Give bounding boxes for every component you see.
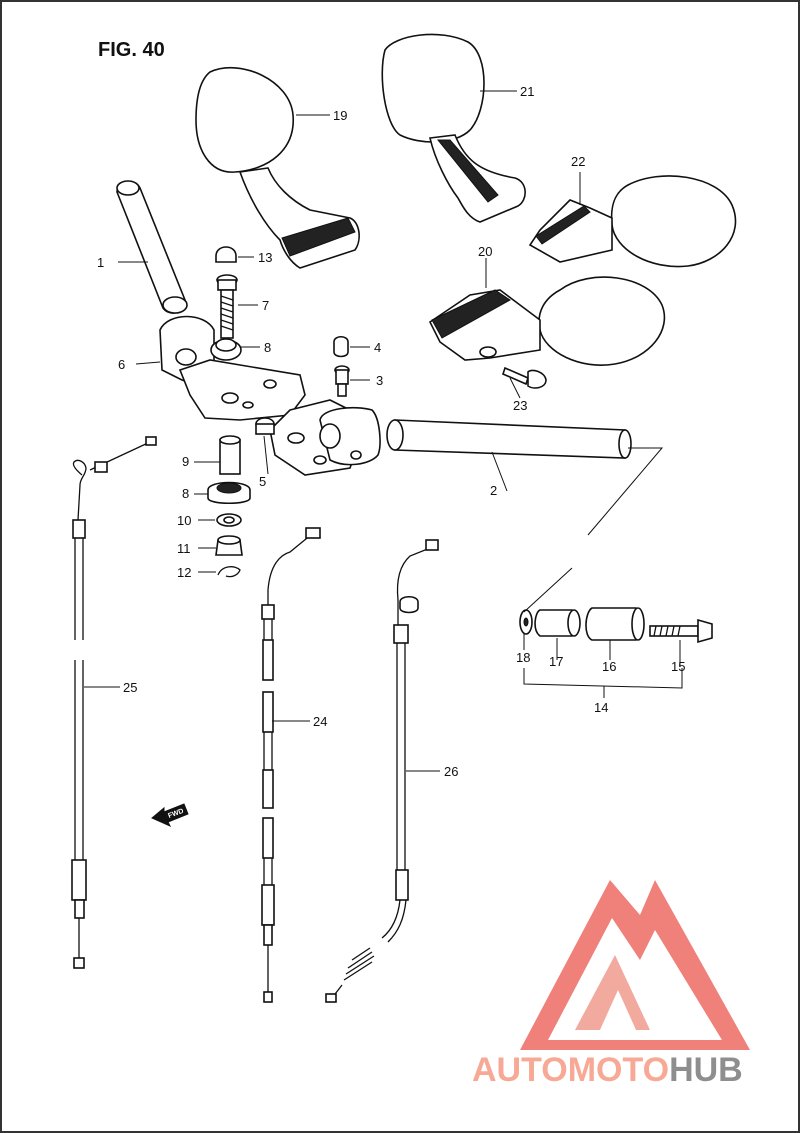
callout-16: 16 [602, 659, 616, 674]
forward-direction-marker: FWD [151, 803, 189, 828]
handlebar-clamp-6 [159, 315, 306, 421]
mirror-22 [528, 175, 737, 268]
handlebar-pipe-2 [386, 419, 632, 459]
callout-labels: 1 2 3 4 5 6 7 8 8 9 10 11 12 13 14 15 16… [97, 84, 685, 779]
callout-2: 2 [490, 483, 497, 498]
watermark-logo [520, 880, 750, 1050]
bolt-3 [334, 365, 350, 397]
watermark-text: AUTOMOTOHUB [472, 1051, 743, 1089]
callout-26: 26 [444, 764, 458, 779]
cushion-8-lower [207, 481, 251, 505]
callout-15: 15 [671, 659, 685, 674]
cable-24 [261, 527, 321, 1003]
callout-3: 3 [376, 373, 383, 388]
nut-11 [215, 535, 243, 556]
bolt-7 [216, 274, 238, 339]
callout-18: 18 [516, 650, 530, 665]
leader-lines [84, 90, 681, 772]
callout-17: 17 [549, 654, 563, 669]
callout-11: 11 [177, 541, 191, 556]
bolt-15 [649, 618, 713, 644]
bolt-23 [502, 366, 547, 389]
handlebar-clamp-right [269, 399, 381, 476]
callout-9: 9 [182, 454, 189, 469]
callout-25: 25 [123, 680, 137, 695]
callout-14: 14 [594, 700, 608, 715]
callout-19: 19 [333, 108, 347, 123]
callout-10: 10 [177, 513, 191, 528]
callout-12: 12 [177, 565, 191, 580]
callout-6: 6 [118, 357, 125, 372]
bolt-cap-13 [215, 246, 237, 263]
watermark-text-automoto: AUTOMOTO [472, 1051, 669, 1089]
cotter-pin-12 [217, 566, 241, 578]
callout-24: 24 [313, 714, 327, 729]
group-bracket-14 [523, 668, 683, 689]
callout-8-upper: 8 [264, 340, 271, 355]
bar-end-weight-16 [585, 607, 645, 641]
bolt-5 [255, 417, 275, 435]
callout-8-lower: 8 [182, 486, 189, 501]
callout-7: 7 [262, 298, 269, 313]
figure-title: FIG. 40 [98, 39, 165, 61]
callout-5: 5 [259, 474, 266, 489]
handlebar-grip-left-1 [116, 180, 188, 314]
watermark-text-hub: HUB [669, 1051, 743, 1089]
callout-23: 23 [513, 398, 527, 413]
mirror-20 [428, 276, 666, 366]
callout-1: 1 [97, 255, 104, 270]
callout-13: 13 [258, 250, 272, 265]
washer-18 [519, 609, 533, 635]
callout-22: 22 [571, 154, 585, 169]
cable-26 [325, 539, 439, 1003]
nut-4 [333, 335, 349, 358]
mirror-21 [381, 33, 526, 223]
mirror-19 [195, 67, 360, 269]
bar-end-weight-17 [534, 609, 581, 637]
washer-10 [216, 513, 242, 527]
spacer-9 [219, 435, 241, 475]
callout-4: 4 [374, 340, 381, 355]
callout-20: 20 [478, 244, 492, 259]
callout-21: 21 [520, 84, 534, 99]
cable-25 [71, 436, 157, 969]
